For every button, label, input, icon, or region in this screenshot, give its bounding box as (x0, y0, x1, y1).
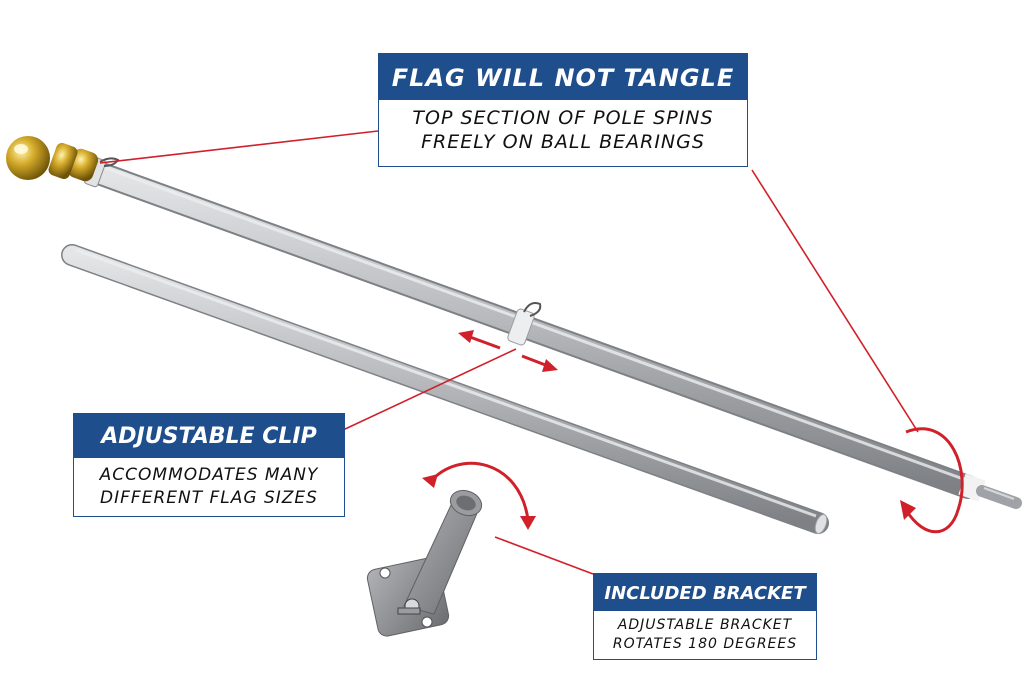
callout-adjustable-clip-line-2: DIFFERENT FLAG SIZES (100, 488, 318, 508)
callout-adjustable-clip: ADJUSTABLE CLIP ACCOMMODATES MANY DIFFER… (73, 413, 345, 517)
callout-included-bracket-line-2: ROTATES 180 DEGREES (612, 636, 798, 652)
callout-included-bracket-title: INCLUDED BRACKET (594, 574, 816, 611)
spin-arrow-icon (900, 427, 964, 534)
callout-no-tangle-title: FLAG WILL NOT TANGLE (379, 54, 747, 100)
leader-lines (99, 130, 919, 575)
callout-included-bracket-line-1: ADJUSTABLE BRACKET (617, 617, 793, 633)
callout-included-bracket: INCLUDED BRACKET ADJUSTABLE BRACKET ROTA… (593, 573, 817, 660)
callout-no-tangle-description: TOP SECTION OF POLE SPINS FREELY ON BALL… (379, 100, 747, 154)
upper-pole-section (84, 160, 1022, 509)
gold-ball-finial (6, 136, 99, 182)
adjustable-clip (507, 302, 542, 346)
callout-no-tangle: FLAG WILL NOT TANGLE TOP SECTION OF POLE… (378, 53, 748, 167)
rotate-bracket-arrow-icon (422, 461, 536, 530)
lower-pole-section (61, 244, 829, 535)
callout-included-bracket-description: ADJUSTABLE BRACKET ROTATES 180 DEGREES (594, 611, 816, 654)
callout-adjustable-clip-line-1: ACCOMMODATES MANY (99, 465, 319, 485)
callout-adjustable-clip-title: ADJUSTABLE CLIP (74, 414, 344, 458)
callout-no-tangle-line-1: TOP SECTION OF POLE SPINS (412, 107, 714, 129)
callout-no-tangle-line-2: FREELY ON BALL BEARINGS (421, 131, 705, 153)
slide-arrows-icon (458, 330, 558, 372)
wall-bracket (366, 489, 483, 637)
callout-adjustable-clip-description: ACCOMMODATES MANY DIFFERENT FLAG SIZES (74, 458, 344, 510)
